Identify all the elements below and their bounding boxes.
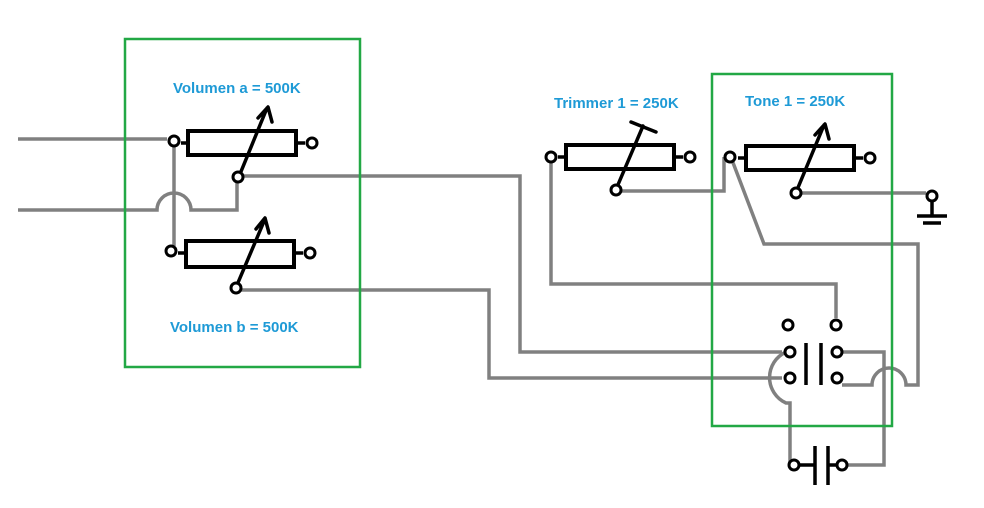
switch-terminal-mid-right: [830, 345, 844, 359]
volumen-b-terminal-right: [303, 246, 317, 260]
volumen-a-potentiometer: [167, 105, 319, 184]
switch-terminal-mid-left: [783, 345, 797, 359]
volumen-b-label: Volumen b = 500K: [170, 319, 299, 336]
trimmer-1-resistor-body: [564, 143, 676, 171]
capacitor-terminal-left: [787, 458, 801, 472]
tone-1-terminal-left: [723, 150, 737, 164]
ground-symbol: [917, 189, 947, 225]
volumen-b-terminal-left: [164, 244, 178, 258]
capacitor-terminal-right: [835, 458, 849, 472]
trimmer-1-wiper-t: [615, 120, 658, 189]
trimmer-1-wiper-terminal: [609, 183, 623, 197]
volumen-a-output-wire: [244, 174, 782, 354]
switch-terminal-top-left: [781, 318, 795, 332]
tone-1-potentiometer: [723, 122, 877, 200]
volumen-a-terminal-right: [305, 136, 319, 150]
tone-group-box: [710, 72, 894, 428]
trimmer-to-switch-wire: [549, 157, 838, 318]
capacitor: [787, 446, 849, 485]
volumen-b-wiper-terminal: [229, 281, 243, 295]
volumen-b-output-wire: [241, 288, 782, 380]
switch: [781, 318, 844, 385]
tone-1-terminal-right: [863, 151, 877, 165]
switch-to-cap-right-wire: [842, 350, 886, 467]
trimmer-1-label: Trimmer 1 = 250K: [554, 95, 679, 112]
ground-terminal: [925, 189, 939, 203]
trimmer-to-tone-wire: [620, 157, 726, 193]
volumen-a-resistor-body: [186, 129, 298, 157]
volumen-a-terminal-left: [167, 134, 181, 148]
switch-terminal-bottom-left: [783, 371, 797, 385]
volumen-group-box: [123, 37, 362, 369]
trimmer-1-terminal-right: [683, 150, 697, 164]
wires: [18, 137, 926, 467]
tone-to-switch-wire: [730, 159, 920, 387]
tone-1-label: Tone 1 = 250K: [745, 93, 845, 110]
volumen-a-wiper-terminal: [231, 170, 245, 184]
volumen-a-label: Volumen a = 500K: [173, 80, 301, 97]
volumen-b-wiper-arrow: [235, 216, 271, 287]
trimmer-1-potentiometer: [544, 120, 697, 197]
input-wire-2: [18, 178, 239, 212]
switch-to-cap-left-wire: [767, 350, 798, 467]
tone-1-wiper-terminal: [789, 186, 803, 200]
switch-terminal-top-right: [829, 318, 843, 332]
volumen-b-potentiometer: [164, 216, 317, 295]
trimmer-1-terminal-left: [544, 150, 558, 164]
tone-1-resistor-body: [744, 144, 856, 172]
volumen-a-wiper-arrow: [238, 105, 274, 176]
tone-1-wiper-arrow: [795, 122, 831, 192]
switch-terminal-bottom-right: [830, 371, 844, 385]
volumen-b-resistor-body: [184, 239, 296, 269]
